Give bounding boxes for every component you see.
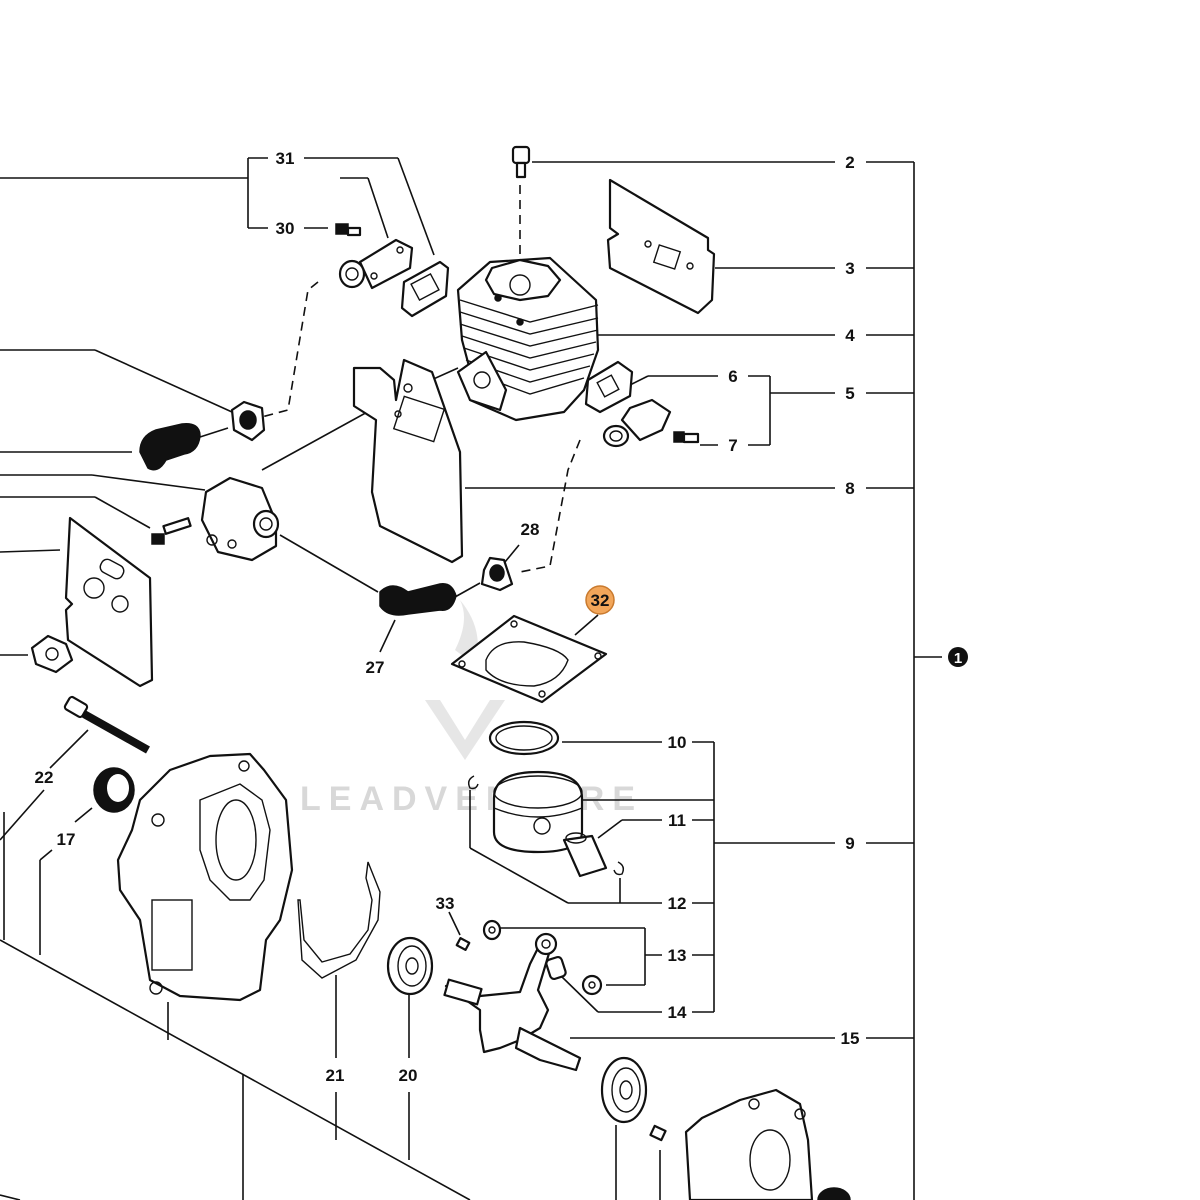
callout-12[interactable]: 12 bbox=[668, 894, 687, 913]
callout-32-label: 32 bbox=[591, 591, 610, 610]
gasket-32 bbox=[450, 614, 608, 704]
cylinder-4 bbox=[456, 256, 600, 422]
crankshaft-15 bbox=[443, 932, 582, 1072]
callout-1-label: 1 bbox=[954, 650, 962, 667]
callout-2[interactable]: 2 bbox=[845, 153, 854, 172]
bolt-22 bbox=[63, 695, 150, 754]
gasket-3 bbox=[606, 178, 716, 315]
gasket-6 bbox=[584, 360, 634, 414]
gasket-31 bbox=[400, 260, 450, 318]
carb-adapter bbox=[151, 476, 280, 562]
gasket-left bbox=[64, 516, 154, 688]
callout-30[interactable]: 30 bbox=[276, 219, 295, 238]
callout-15[interactable]: 15 bbox=[841, 1029, 860, 1048]
callout-13[interactable]: 13 bbox=[668, 946, 687, 965]
bolt-2 bbox=[511, 145, 531, 179]
hose-27 bbox=[379, 583, 457, 616]
callout-31[interactable]: 31 bbox=[276, 149, 295, 168]
callout-5[interactable]: 5 bbox=[845, 384, 854, 403]
callout-10[interactable]: 10 bbox=[668, 733, 687, 752]
bearing-lower bbox=[600, 1056, 648, 1124]
callout-11[interactable]: 11 bbox=[668, 811, 686, 830]
callout-3[interactable]: 3 bbox=[845, 259, 854, 278]
watermark-text: LEADVENTURE bbox=[300, 780, 643, 818]
piston-ring-10 bbox=[488, 720, 560, 756]
intake-pipe-31 bbox=[335, 223, 414, 290]
key-33 bbox=[455, 937, 471, 951]
callout-14[interactable]: 14 bbox=[668, 1003, 687, 1022]
needle-bearing-14 bbox=[545, 955, 567, 981]
callout-27[interactable]: 27 bbox=[366, 658, 385, 677]
callout-1[interactable]: 1 bbox=[948, 647, 968, 667]
callout-33[interactable]: 33 bbox=[436, 894, 455, 913]
callout-7[interactable]: 7 bbox=[728, 436, 737, 455]
callout-28[interactable]: 28 bbox=[521, 520, 540, 539]
oil-seal-bottom bbox=[817, 1187, 851, 1200]
bearing-20 bbox=[386, 936, 434, 996]
callout-17[interactable]: 17 bbox=[57, 830, 76, 849]
callouts: 1 2 3 4 5 6 7 8 9 10 11 12 13 14 15 17 2… bbox=[35, 149, 968, 1085]
pin-bottom bbox=[649, 1124, 667, 1142]
washer-13a bbox=[482, 919, 502, 941]
callout-8[interactable]: 8 bbox=[845, 479, 854, 498]
gasket-21 bbox=[297, 861, 381, 979]
callout-20[interactable]: 20 bbox=[399, 1066, 418, 1085]
callout-6[interactable]: 6 bbox=[728, 367, 737, 386]
callout-32[interactable]: 32 bbox=[585, 585, 615, 615]
crankcase-right bbox=[684, 1088, 814, 1200]
callout-4[interactable]: 4 bbox=[845, 326, 855, 345]
parts bbox=[30, 145, 851, 1200]
gasket-small-left bbox=[30, 634, 74, 674]
hose-upper bbox=[139, 423, 201, 471]
callout-21[interactable]: 21 bbox=[326, 1066, 345, 1085]
callout-9[interactable]: 9 bbox=[845, 834, 854, 853]
clip-12a bbox=[467, 775, 479, 790]
clip-12b bbox=[613, 861, 625, 876]
washer-13b bbox=[581, 974, 603, 996]
leader-lines bbox=[0, 157, 942, 1200]
gasket-8 bbox=[352, 358, 464, 564]
manifold-7 bbox=[602, 398, 700, 448]
callout-22[interactable]: 22 bbox=[35, 768, 54, 787]
piston-11 bbox=[492, 770, 608, 878]
watermark: LEADVENTURE bbox=[300, 600, 643, 818]
crankcase-left bbox=[116, 752, 294, 1002]
